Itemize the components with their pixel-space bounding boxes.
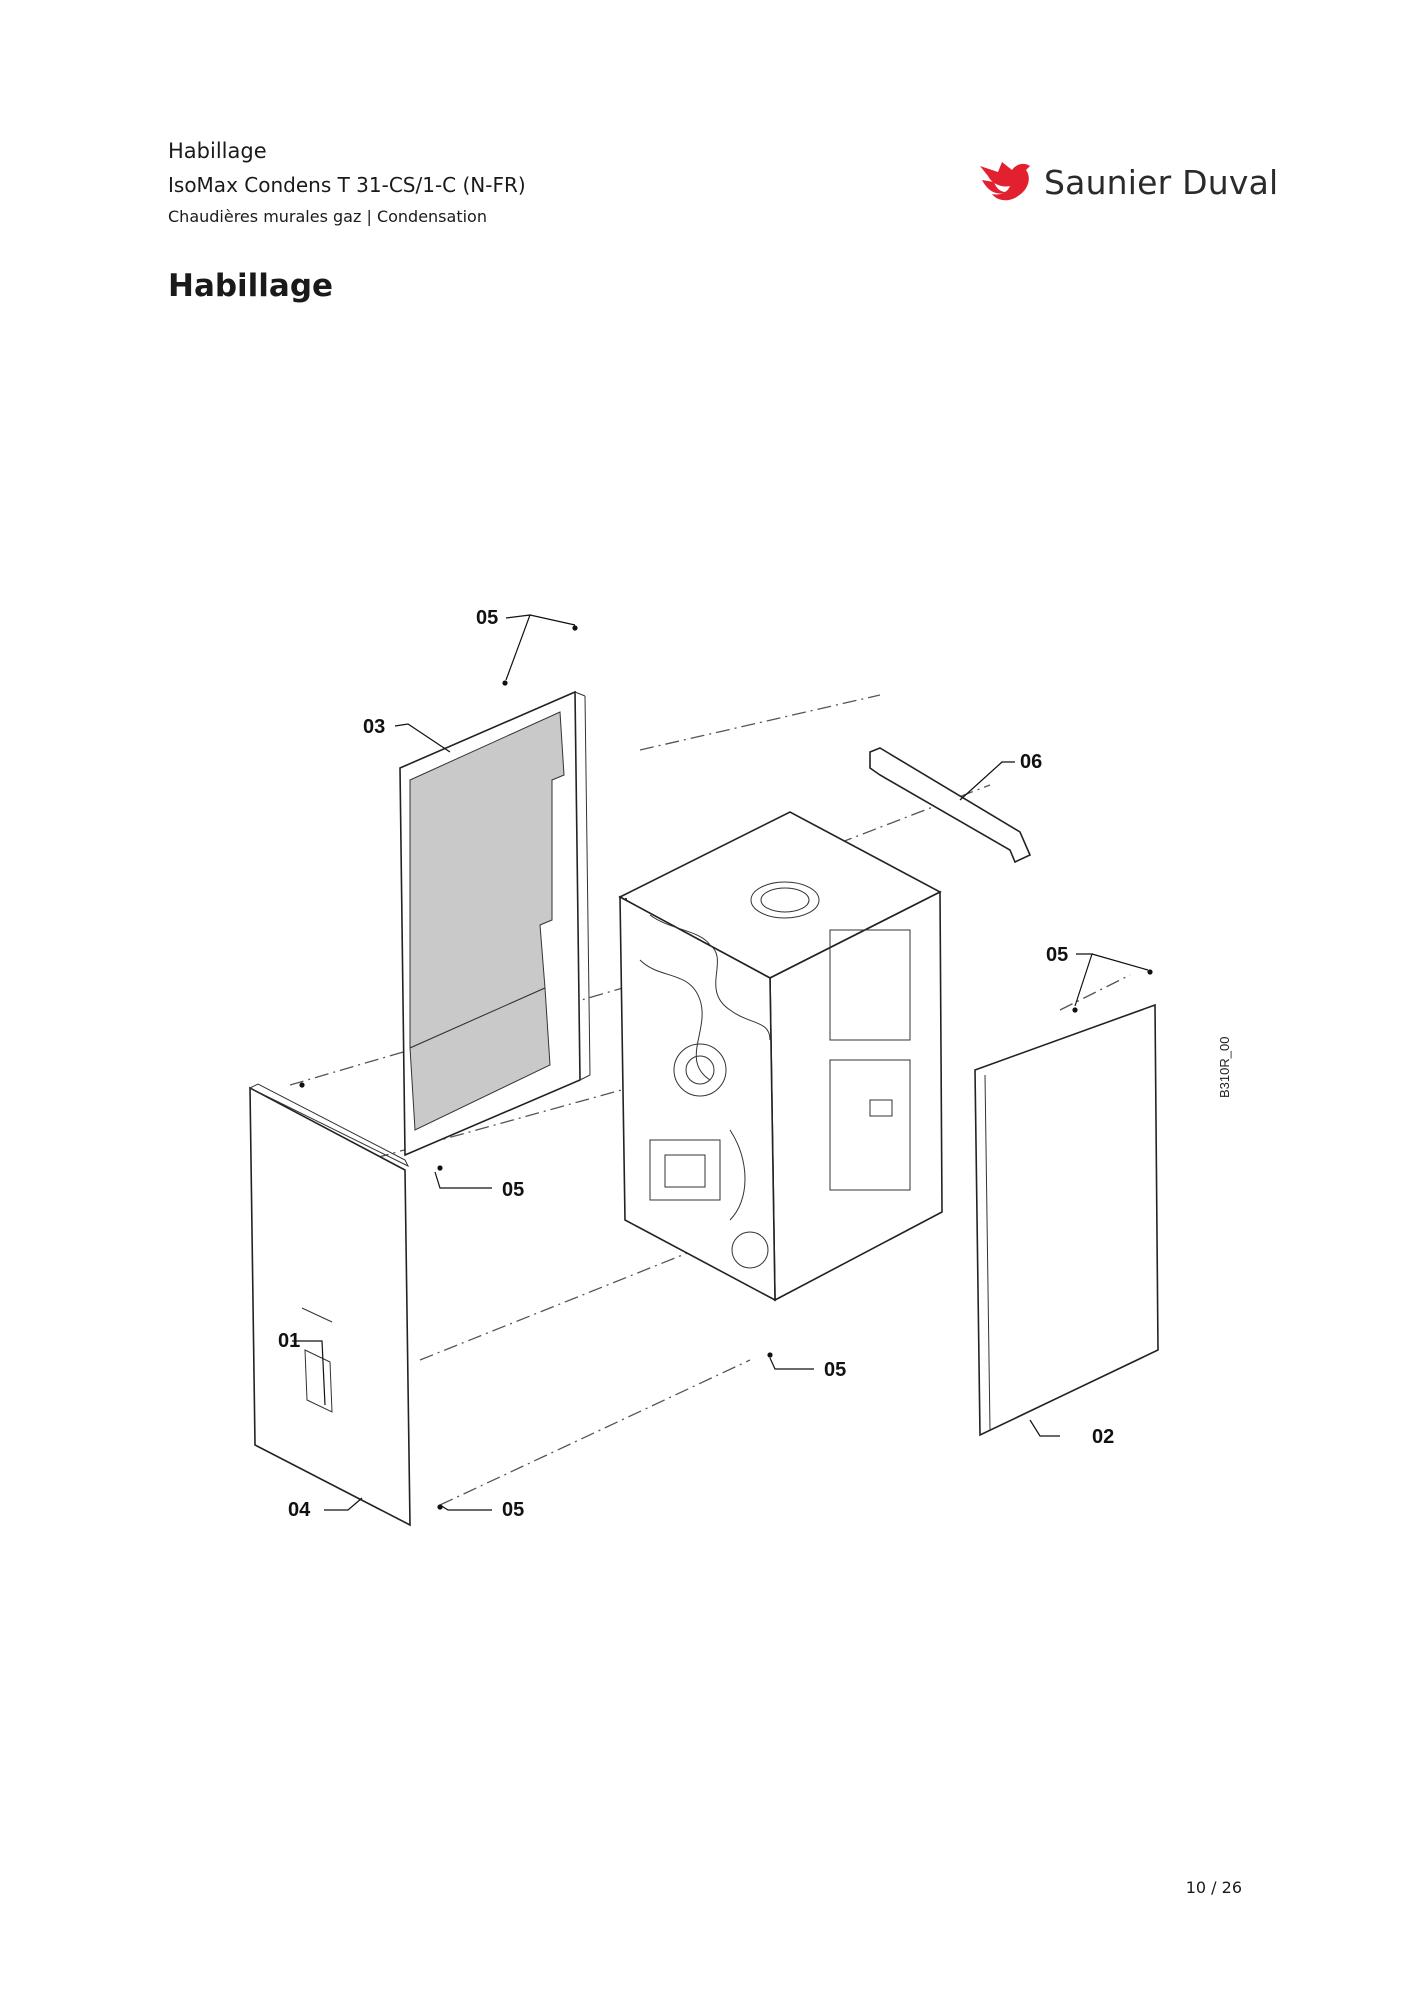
- exploded-diagram: 05 03 06 05 05 01 05 02 04 05 B310R_00: [230, 600, 1290, 1564]
- callout-06: 06: [1020, 751, 1042, 773]
- callout-leaders: [292, 614, 1149, 1511]
- callout-01: 01: [278, 1330, 300, 1352]
- document-header: Habillage IsoMax Condens T 31-CS/1-C (N-…: [168, 134, 526, 232]
- figure-code: B310R_00: [1217, 1037, 1232, 1098]
- boiler-body: [618, 811, 943, 1302]
- header-subtitle: Chaudières murales gaz | Condensation: [168, 207, 487, 226]
- callout-05-left: 05: [502, 1179, 524, 1201]
- callout-05-top: 05: [476, 607, 498, 629]
- callout-05-right: 05: [1046, 944, 1068, 966]
- front-panel-04: [248, 1083, 411, 1527]
- callout-05-bottom: 05: [824, 1359, 846, 1381]
- callout-02: 02: [1092, 1426, 1114, 1448]
- exploded-view-drawing: 05 03 06 05 05 01 05 02 04 05 B310R_00: [248, 607, 1232, 1527]
- brand-name: Saunier Duval: [1044, 162, 1279, 202]
- bird-logo-icon: [980, 162, 1030, 201]
- header-product: IsoMax Condens T 31-CS/1-C (N-FR): [168, 173, 526, 197]
- rear-bracket-06: [869, 747, 1032, 864]
- section-title: Habillage: [168, 268, 334, 304]
- page-number: 10 / 26: [1185, 1878, 1242, 1897]
- callout-04: 04: [288, 1499, 311, 1521]
- header-category: Habillage: [168, 139, 267, 163]
- callout-05-lower-left: 05: [502, 1499, 524, 1521]
- screws: [299, 625, 1153, 1510]
- brand-logo: Saunier Duval: [978, 156, 1278, 208]
- top-panel-03: [399, 690, 591, 1157]
- callout-03: 03: [363, 716, 385, 738]
- side-panel-02: [974, 1003, 1159, 1437]
